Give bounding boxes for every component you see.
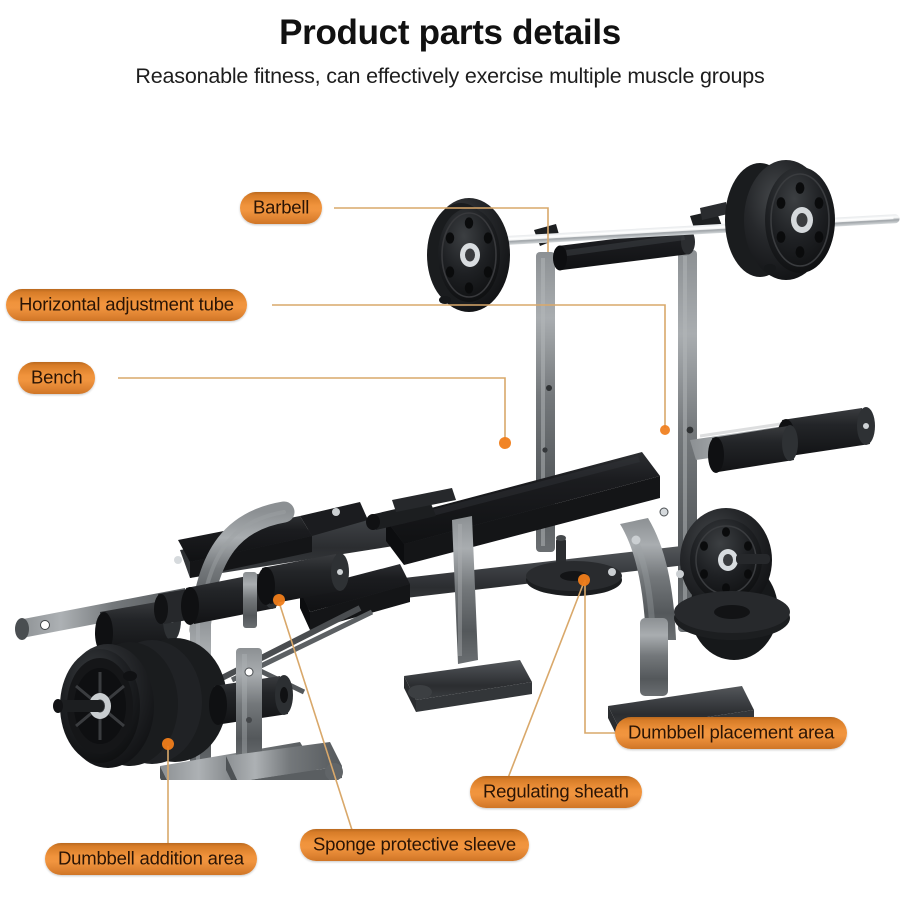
center-support-post (452, 516, 478, 664)
callout-sponge-protective-sleeve[interactable]: Sponge protective sleeve (300, 829, 529, 861)
callout-bench[interactable]: Bench (18, 362, 96, 394)
callout-label-sponge-protective-sleeve: Sponge protective sleeve (313, 833, 516, 855)
foam-roller-right-inner (708, 425, 798, 473)
barbell-plate-right (725, 160, 835, 280)
callout-label-barbell: Barbell (253, 196, 310, 218)
barbell-plate-left (427, 198, 510, 312)
dumbbell-addition-plates (53, 638, 227, 768)
callout-label-dumbbell-placement-area: Dumbbell placement area (628, 721, 835, 743)
dumbbell-placement-plates (674, 508, 790, 660)
callout-label-horizontal-adjustment-tube: Horizontal adjustment tube (19, 293, 234, 315)
callout-barbell[interactable]: Barbell (240, 192, 323, 224)
callout-label-bench: Bench (31, 366, 83, 388)
foam-rollers-center (181, 553, 349, 625)
front-arm-bar (366, 488, 456, 530)
horizontal-padded-tube (553, 229, 695, 271)
callout-label-dumbbell-addition-area: Dumbbell addition area (58, 847, 244, 869)
right-main-leg (620, 518, 676, 696)
vertical-roller-post (243, 572, 257, 628)
callout-dumbbell-placement-area[interactable]: Dumbbell placement area (615, 717, 848, 749)
center-base-foot (404, 660, 532, 712)
callout-label-regulating-sheath: Regulating sheath (483, 780, 629, 802)
callout-regulating-sheath[interactable]: Regulating sheath (470, 776, 642, 808)
product-illustration (0, 120, 900, 780)
regulating-sheath-base (526, 561, 622, 596)
page-subtitle: Reasonable fitness, can effectively exer… (135, 63, 765, 88)
callout-dumbbell-addition-area[interactable]: Dumbbell addition area (45, 843, 257, 875)
callout-horizontal-adjustment-tube[interactable]: Horizontal adjustment tube (6, 289, 247, 321)
page-title: Product parts details (279, 13, 621, 52)
header: Product parts details Reasonable fitness… (0, 0, 900, 88)
